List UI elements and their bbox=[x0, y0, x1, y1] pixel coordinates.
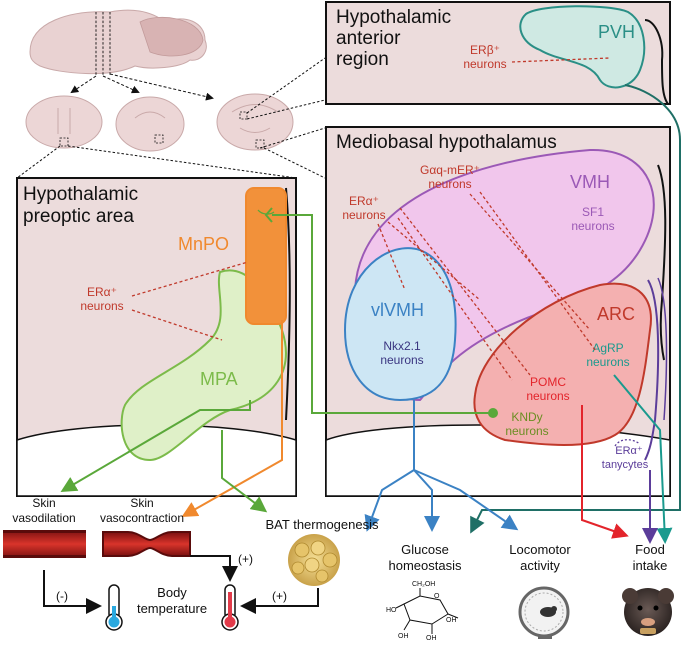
bat-label: BAT thermogenesis bbox=[266, 517, 379, 532]
pomc-label-1: POMC bbox=[530, 375, 566, 389]
pvh-label: PVH bbox=[598, 22, 635, 42]
skin-vasocontraction-label-2: vasocontraction bbox=[100, 511, 184, 525]
nkx-label-2: neurons bbox=[380, 353, 423, 367]
tanycyte-layer bbox=[644, 279, 660, 461]
nkx-label-1: Nkx2.1 bbox=[383, 339, 421, 353]
skin-vasodilation-label-1: Skin bbox=[32, 496, 55, 510]
kndy-node bbox=[488, 408, 498, 418]
neuron-pointers bbox=[377, 191, 596, 381]
mpa-to-vasodilation-arrow bbox=[60, 400, 251, 493]
vmh-label: VMH bbox=[570, 172, 610, 192]
body-temp-label-1: Body bbox=[157, 585, 187, 600]
anterior-title-line2: anterior bbox=[336, 28, 401, 49]
pomc-to-food-arrow bbox=[581, 405, 629, 539]
gaq-label-1: Gαq-mER⁺ bbox=[420, 163, 480, 177]
glucose-label-1: Glucose bbox=[401, 542, 449, 557]
sf1-label-1: SF1 bbox=[582, 205, 604, 219]
vlvmh-label: vlVMH bbox=[371, 300, 424, 320]
dilated-vessel-icon bbox=[3, 530, 86, 558]
food-label-1: Food bbox=[635, 542, 665, 557]
locomotor-label-1: Locomotor bbox=[509, 542, 571, 557]
food-label-2: intake bbox=[633, 558, 668, 573]
glucose-ch2oh: CH₂OH bbox=[412, 581, 435, 588]
sf1-label-2: neurons bbox=[571, 219, 614, 233]
constricted-vessel-icon bbox=[102, 531, 191, 557]
preoptic-title-line2: preoptic area bbox=[23, 206, 134, 227]
glucose-oh-2: OH bbox=[398, 633, 409, 640]
locomotor-label-2: activity bbox=[520, 558, 560, 573]
anterior-title-line3: region bbox=[336, 49, 389, 70]
bat-to-temp-arrow bbox=[240, 588, 319, 614]
anterior-title-line1: Hypothalamic bbox=[336, 7, 451, 28]
plus-sign-right: (+) bbox=[272, 589, 287, 603]
arc-region bbox=[473, 282, 652, 446]
vlvmh-region bbox=[343, 247, 457, 402]
mnpo-to-vasocontraction-arrow bbox=[181, 320, 283, 517]
mediobasal-panel: Mediobasal hypothalamus VMH SF1 neurons … bbox=[325, 126, 671, 497]
hot-thermometer-icon bbox=[221, 584, 239, 631]
body-temp-label-2: temperature bbox=[137, 601, 207, 616]
agrp-to-food-arrow bbox=[613, 374, 673, 544]
coronal-section-2-icon bbox=[115, 96, 185, 152]
vasodilation-to-temp-arrow bbox=[43, 570, 102, 614]
anterior-region-panel: Hypothalamic anterior region PVH ERβ⁺ ne… bbox=[325, 1, 671, 105]
coronal-section-1-icon bbox=[25, 95, 103, 149]
minus-sign: (-) bbox=[56, 589, 68, 603]
mnpo-label: MnPO bbox=[178, 234, 229, 254]
vasocontraction-to-temp-arrow bbox=[190, 555, 238, 582]
vlvmh-to-glucose-arrow bbox=[413, 400, 440, 532]
coronal-section-3-icon bbox=[216, 93, 294, 151]
era-mbh-label-1: ERα⁺ bbox=[349, 194, 379, 208]
era-preoptic-label-1: ERα⁺ bbox=[87, 285, 117, 299]
gaq-label-2: neurons bbox=[428, 177, 471, 191]
vlvmh-to-locomotor-arrow bbox=[413, 469, 519, 531]
tanycyte-label-2: tanycytes bbox=[602, 459, 649, 471]
brown-fat-icon bbox=[288, 534, 340, 586]
plus-sign-top: (+) bbox=[238, 552, 253, 566]
pomc-label-2: neurons bbox=[526, 389, 569, 403]
glucose-oh-3: OH bbox=[426, 635, 437, 640]
vlvmh-to-bat-arrow bbox=[364, 469, 415, 532]
skin-vasocontraction-label-1: Skin bbox=[130, 496, 153, 510]
glucose-o: O bbox=[434, 593, 440, 600]
cold-thermometer-icon bbox=[105, 584, 123, 631]
skin-vasodilation-label-2: vasodilation bbox=[12, 511, 75, 525]
erb-neurons-label-1: ERβ⁺ bbox=[470, 43, 500, 57]
tanycyte-label-1: ERα⁺ bbox=[615, 445, 643, 457]
kndy-label-2: neurons bbox=[505, 424, 548, 438]
preoptic-title-line1: Hypothalamic bbox=[23, 184, 138, 205]
sagittal-brain-icon bbox=[29, 9, 214, 101]
agrp-label-2: neurons bbox=[586, 355, 629, 369]
glucose-ho: HO bbox=[386, 607, 397, 614]
erb-neurons-label-2: neurons bbox=[463, 57, 506, 71]
agrp-label-1: AgRP bbox=[592, 341, 623, 355]
pvh-region bbox=[519, 5, 646, 89]
mnpo-region bbox=[245, 187, 287, 325]
preoptic-panel: Hypothalamic preoptic area MnPO MPA ERα⁺… bbox=[16, 177, 297, 497]
zoom-lines bbox=[16, 57, 326, 179]
glucose-molecule-icon bbox=[395, 588, 459, 634]
era-mbh-label-2: neurons bbox=[342, 208, 385, 222]
mpa-label: MPA bbox=[200, 369, 238, 389]
glucose-label-2: homeostasis bbox=[389, 558, 462, 573]
arc-label: ARC bbox=[597, 304, 635, 324]
mpa-to-bat-arrow bbox=[221, 430, 268, 513]
era-preoptic-label-2: neurons bbox=[80, 299, 123, 313]
pvh-output-arrow bbox=[470, 84, 681, 534]
kndy-label-1: KNDy bbox=[511, 410, 542, 424]
era-preoptic-pointers bbox=[131, 261, 249, 341]
glucose-oh-1: OH bbox=[446, 617, 457, 624]
running-wheel-icon bbox=[518, 586, 570, 639]
kndy-to-mnpo-arrow bbox=[272, 214, 493, 414]
mediobasal-title: Mediobasal hypothalamus bbox=[336, 132, 557, 153]
mouse-eating-icon bbox=[622, 588, 674, 636]
